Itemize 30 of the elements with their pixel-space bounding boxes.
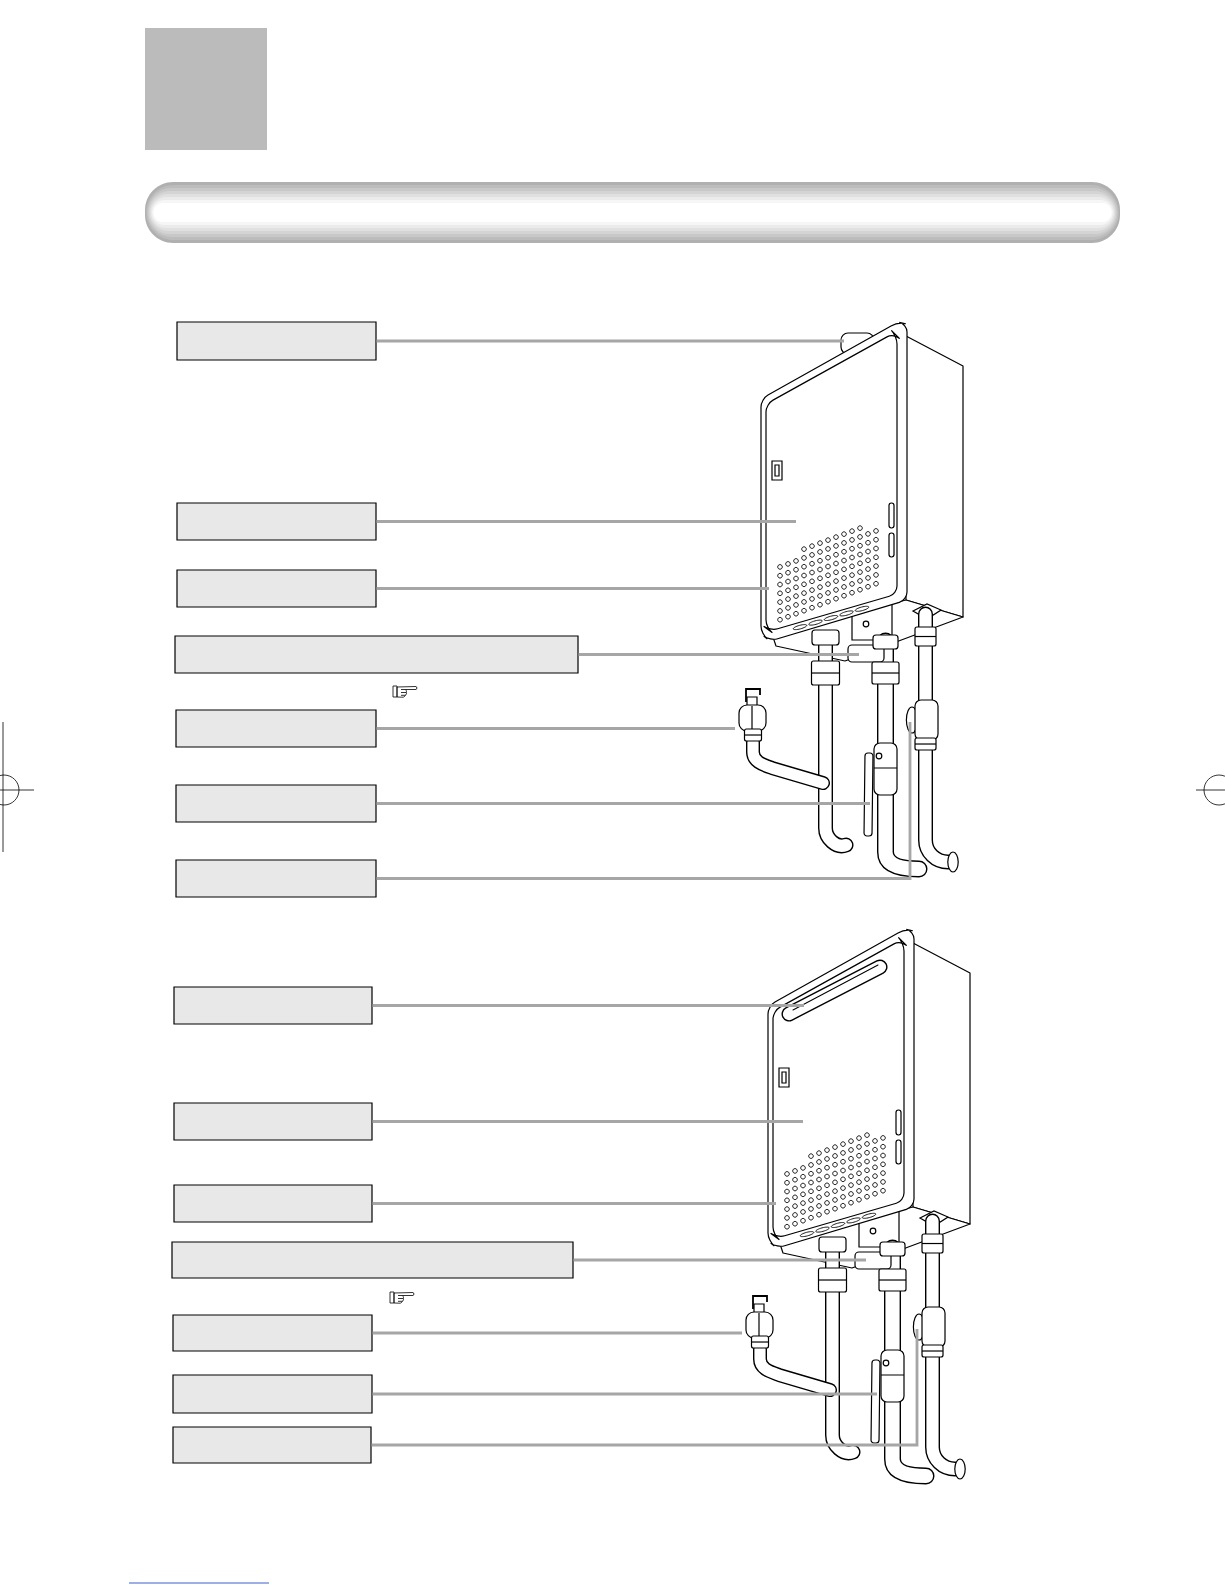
label-box [176, 502, 377, 541]
heading-banner [145, 182, 1120, 243]
heading-block [145, 28, 267, 150]
leader-line [376, 727, 735, 730]
leader-line [371, 1329, 919, 1447]
label-box [171, 1241, 574, 1279]
label-box [175, 709, 377, 748]
leader-line [372, 1202, 776, 1205]
leader-line [376, 520, 796, 523]
leader-line [372, 1331, 742, 1335]
label-box [173, 1184, 373, 1223]
label-box [172, 1426, 372, 1464]
label-box [172, 1374, 373, 1414]
label-box [173, 986, 373, 1025]
label-box [172, 1314, 373, 1352]
label-box [173, 1102, 373, 1141]
leader-line [578, 653, 859, 656]
leader-line [376, 339, 844, 343]
leader-line [573, 1258, 866, 1262]
leader-line [372, 1392, 877, 1396]
label-box [176, 569, 377, 608]
label-box [174, 635, 579, 674]
label-box [175, 784, 377, 823]
label-box [175, 859, 377, 898]
label-box [176, 321, 377, 361]
leader-line [372, 1120, 803, 1123]
leader-line [376, 587, 769, 590]
leader-line [376, 802, 870, 805]
leader-line [376, 722, 912, 880]
leader-line [372, 1004, 804, 1007]
